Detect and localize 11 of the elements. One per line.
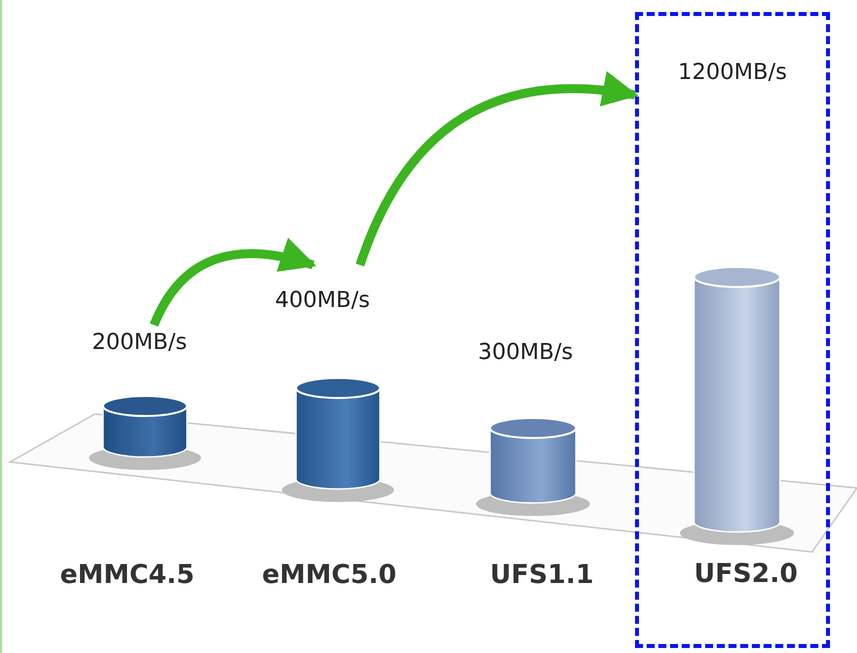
highlight-frame: [635, 12, 830, 648]
category-label: UFS1.1: [490, 560, 594, 590]
curved-arrow: [150, 238, 316, 327]
curved-arrow: [356, 72, 639, 267]
category-label: eMMC4.5: [60, 560, 195, 590]
value-label: 200MB/s: [92, 330, 187, 355]
value-label: 1200MB/s: [678, 60, 787, 85]
category-label: eMMC5.0: [262, 560, 397, 590]
value-label: 400MB/s: [275, 288, 370, 313]
category-label: UFS2.0: [694, 559, 798, 589]
value-label: 300MB/s: [478, 340, 573, 365]
